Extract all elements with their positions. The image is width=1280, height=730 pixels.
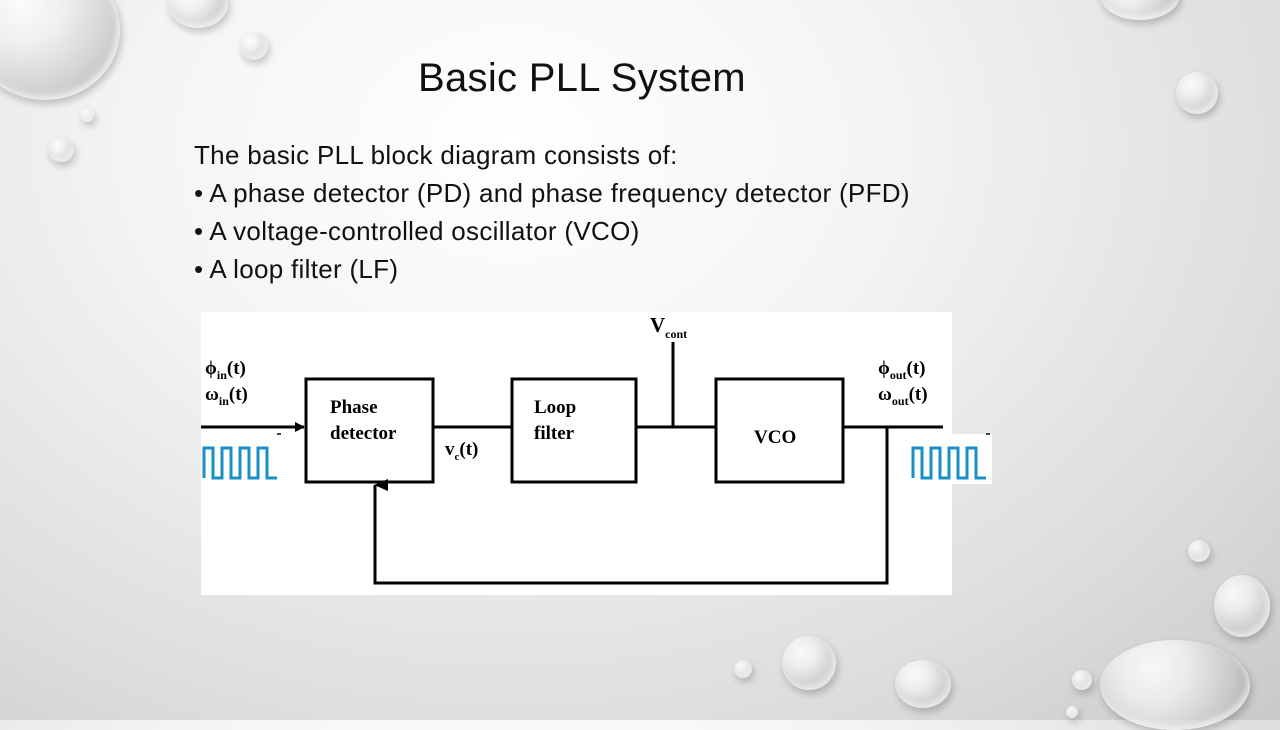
water-droplet-decoration bbox=[782, 636, 836, 690]
bullet-loop-filter: A loop filter (LF) bbox=[194, 250, 910, 288]
phase-detector-label-line2: detector bbox=[330, 423, 397, 444]
water-droplet-decoration bbox=[1072, 670, 1092, 690]
vco-block bbox=[714, 377, 845, 484]
input-square-wave-icon bbox=[202, 446, 277, 480]
diagram-background bbox=[201, 312, 952, 595]
slide-body: The basic PLL block diagram consists of:… bbox=[194, 136, 910, 288]
water-droplet-decoration bbox=[240, 32, 268, 60]
vcont-label: Vcont bbox=[650, 313, 687, 341]
loop-filter-block bbox=[510, 377, 638, 484]
phase-detector-label-line1: Phase bbox=[330, 397, 378, 418]
water-droplet-decoration bbox=[895, 660, 951, 708]
water-droplet-decoration bbox=[1214, 575, 1270, 637]
phase-detector-block bbox=[304, 377, 435, 484]
vco-label: VCO bbox=[754, 427, 796, 448]
input-phase-label: ϕin(t) bbox=[205, 358, 246, 382]
bullet-vco: A voltage-controlled oscillator (VCO) bbox=[194, 212, 910, 250]
water-droplet-decoration bbox=[1176, 72, 1218, 114]
output-frequency-label: ωout(t) bbox=[878, 384, 928, 408]
vc-label: vc(t) bbox=[445, 439, 478, 463]
water-droplet-decoration bbox=[1100, 640, 1250, 730]
bullet-list: A phase detector (PD) and phase frequenc… bbox=[194, 174, 910, 288]
slide-title: Basic PLL System bbox=[418, 56, 746, 100]
water-droplet-decoration bbox=[48, 138, 74, 162]
bullet-phase-detector: A phase detector (PD) and phase frequenc… bbox=[194, 174, 910, 212]
water-droplet-decoration bbox=[80, 108, 94, 122]
water-droplet-decoration bbox=[1100, 0, 1180, 20]
output-square-wave-icon bbox=[911, 446, 986, 480]
output-phase-label: ϕout(t) bbox=[878, 358, 926, 382]
input-frequency-label: ωin(t) bbox=[205, 384, 248, 408]
loop-filter-label-line1: Loop bbox=[534, 397, 576, 418]
intro-text: The basic PLL block diagram consists of: bbox=[194, 140, 678, 170]
feedback-loop-line bbox=[373, 427, 889, 585]
water-droplet-decoration bbox=[1188, 540, 1210, 562]
pll-block-diagram: ϕin(t) ωin(t) ϕout(t) ωout(t) Vcont vc(t… bbox=[201, 312, 992, 595]
water-droplet-decoration bbox=[1066, 706, 1078, 718]
water-droplet-decoration bbox=[734, 660, 752, 678]
water-droplet-decoration bbox=[168, 0, 228, 28]
water-droplet-decoration bbox=[0, 0, 120, 100]
loop-filter-label-line2: filter bbox=[534, 423, 575, 444]
